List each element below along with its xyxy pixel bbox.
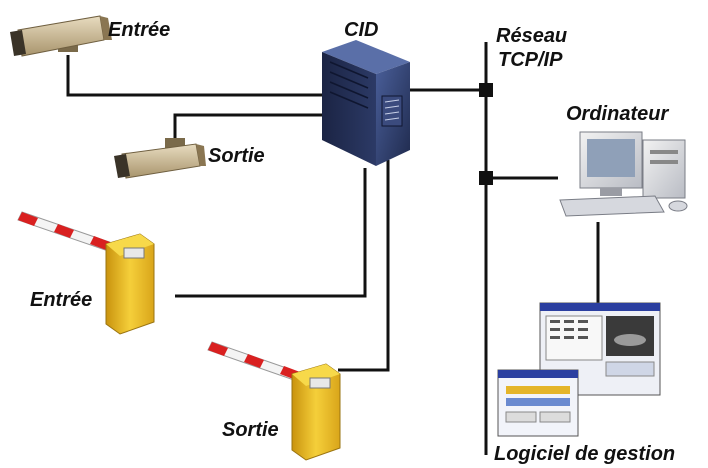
network-label-line1: Réseau xyxy=(496,25,568,47)
barrier-exit-label: Sortie xyxy=(222,419,279,441)
network-label-line2: TCP/IP xyxy=(498,49,563,71)
camera-exit-label: Sortie xyxy=(208,145,265,167)
barrier-entry-label: Entrée xyxy=(30,289,93,311)
wire-barrier-entry xyxy=(175,168,367,298)
management-software-screens-icon xyxy=(497,302,661,437)
network-node xyxy=(479,83,493,97)
server-tower-icon xyxy=(322,40,410,166)
cid-label: CID xyxy=(344,19,379,41)
connection-wires xyxy=(66,42,600,455)
parking-barrier-icon xyxy=(207,341,341,461)
software-label: Logiciel de gestion xyxy=(494,443,676,465)
surveillance-camera-icon xyxy=(10,15,112,57)
wire-camera-exit xyxy=(173,113,322,140)
wire-barrier-exit xyxy=(338,160,390,372)
desktop-computer-icon xyxy=(559,131,688,217)
camera-entry-label: Entrée xyxy=(108,19,171,41)
surveillance-camera-icon xyxy=(114,138,206,179)
computer-label: Ordinateur xyxy=(566,103,669,125)
parking-barrier-icon xyxy=(17,211,155,335)
wire-camera-entry xyxy=(66,55,322,97)
network-node xyxy=(479,171,493,185)
